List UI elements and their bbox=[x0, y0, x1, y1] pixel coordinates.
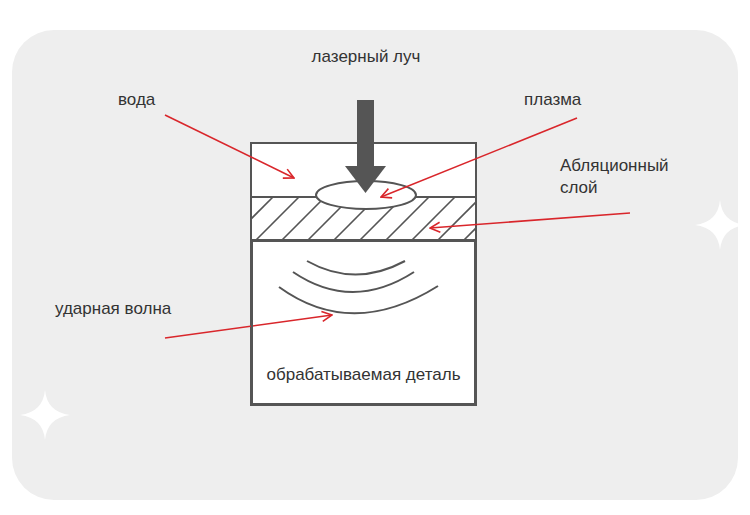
hatch-stroke bbox=[464, 197, 476, 240]
leader-line bbox=[165, 315, 332, 338]
hatch-stroke bbox=[412, 197, 455, 240]
laser-beam bbox=[357, 100, 374, 168]
medium-label: вода bbox=[118, 89, 155, 111]
background-panel bbox=[12, 30, 738, 500]
beam-label: лазерный луч bbox=[312, 46, 421, 68]
layer-label: Абляционный слой bbox=[560, 155, 690, 199]
shock-wave bbox=[307, 261, 405, 275]
hatch-stroke bbox=[256, 197, 299, 240]
wave-label: ударная волна bbox=[55, 298, 171, 320]
laser-beam-head bbox=[345, 166, 386, 193]
sparkle bbox=[695, 200, 745, 250]
hatch-stroke bbox=[282, 197, 325, 240]
sparkle bbox=[20, 390, 70, 440]
leader-line bbox=[381, 118, 577, 197]
shock-wave bbox=[293, 272, 414, 292]
leader-line bbox=[165, 115, 294, 178]
plasma-label: плазма bbox=[524, 89, 581, 111]
part-name: обрабатываемая деталь bbox=[253, 364, 474, 387]
shock-wave bbox=[279, 286, 438, 313]
outer-housing bbox=[251, 143, 476, 405]
workpiece-region: обрабатываемая деталь bbox=[251, 240, 476, 405]
leader-line bbox=[430, 213, 630, 228]
